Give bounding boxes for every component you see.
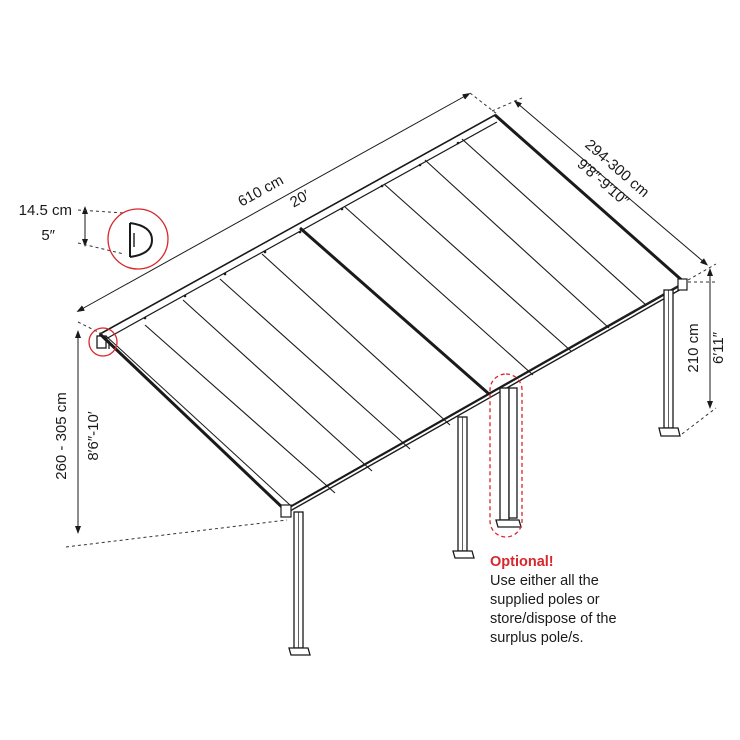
post-left xyxy=(288,511,311,656)
length-ft-label: 20′ xyxy=(287,187,312,211)
callouts xyxy=(88,208,523,538)
lower-edge-profile xyxy=(98,332,287,512)
front-height-cm-label: 210 cm xyxy=(685,323,702,372)
length-arrow xyxy=(76,93,471,312)
corner-detail-icon xyxy=(96,335,110,349)
back-height-cm-label: 260 - 305 cm xyxy=(53,392,70,480)
corner-detail-circle xyxy=(88,327,118,357)
optional-note-line-2: supplied poles or xyxy=(490,592,600,608)
profile-cm-label: 14.5 cm xyxy=(19,202,72,219)
optional-post-highlight xyxy=(489,373,523,538)
extension-lines xyxy=(65,92,718,548)
optional-note-line-1: Use either all the xyxy=(490,573,599,589)
post-right xyxy=(658,289,681,437)
front-beam xyxy=(282,287,684,516)
optional-note-line-3: store/dispose of the xyxy=(490,611,617,627)
width-arrow xyxy=(513,100,709,266)
length-cm-label: 610 cm xyxy=(235,172,286,211)
optional-note-heading: Optional! xyxy=(490,554,554,570)
post-middle xyxy=(452,416,475,559)
front-height-ft-label: 6′11″ xyxy=(710,331,727,364)
back-height-ft-label: 8′6″-10′ xyxy=(85,411,102,460)
optional-note-line-4: surplus pole/s. xyxy=(490,630,584,646)
dimension-lines xyxy=(75,93,713,534)
posts xyxy=(288,289,681,656)
profile-detail-icon xyxy=(129,222,154,258)
optional-note: Optional! Use either all the supplied po… xyxy=(490,553,730,648)
post-optional xyxy=(495,387,522,528)
profile-detail-circle xyxy=(107,208,169,270)
profile-in-label: 5″ xyxy=(41,227,55,244)
